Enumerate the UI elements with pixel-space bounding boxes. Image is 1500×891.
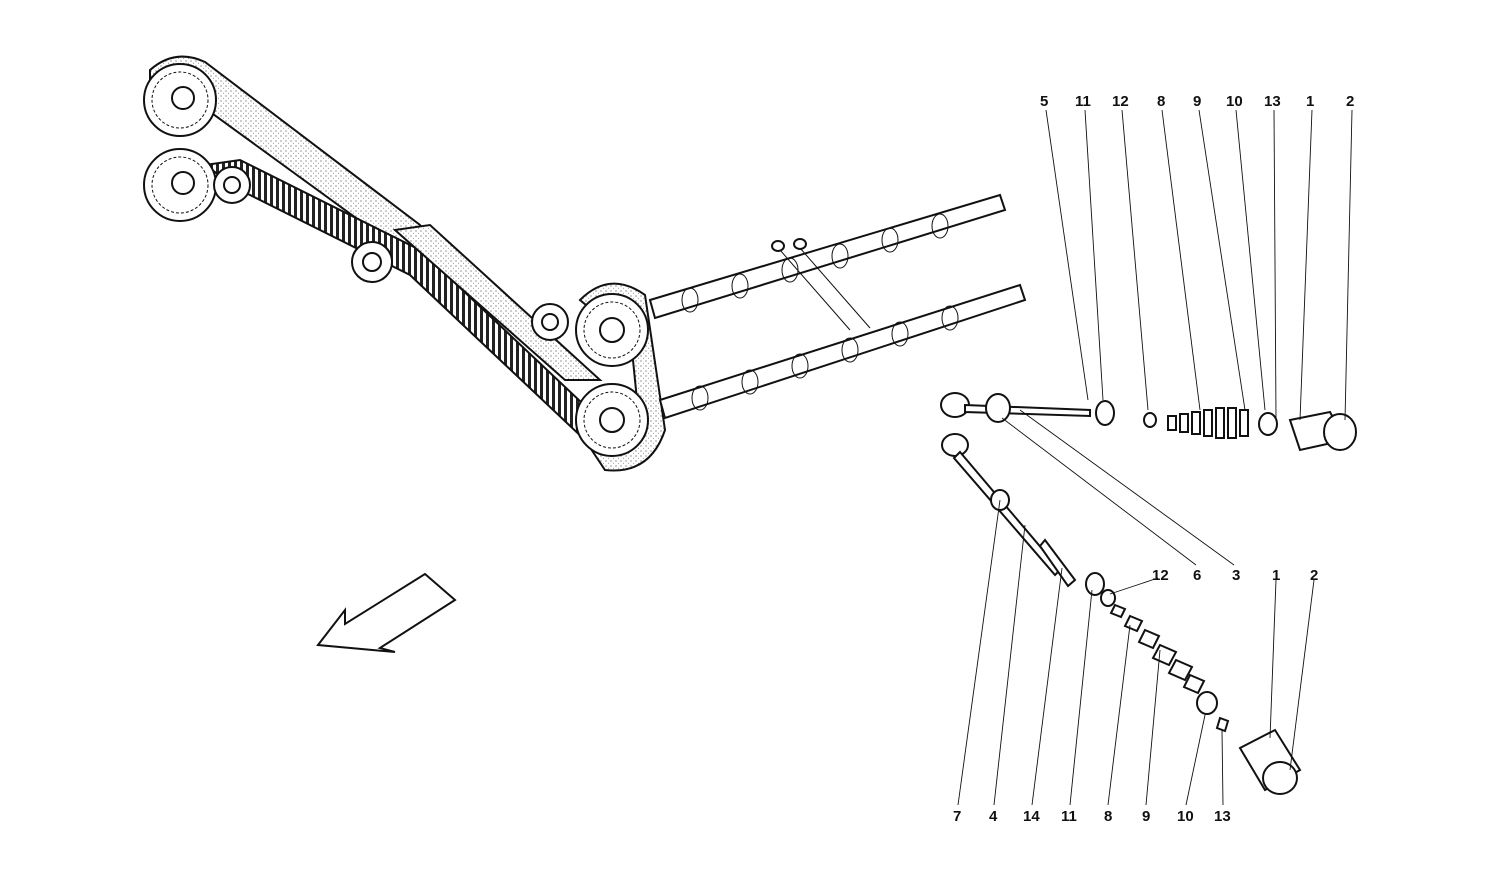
- callout-low-4: 4: [989, 808, 998, 825]
- upper-cam-pulley-icon: [575, 293, 649, 367]
- lower-tappet-icon: [1238, 728, 1302, 795]
- callout-upper-2: 2: [1346, 93, 1354, 110]
- camshaft-icon: [648, 193, 1027, 420]
- callout-low-14: 14: [1023, 808, 1040, 825]
- callout-mid-2: 2: [1310, 567, 1318, 584]
- valve-icon: [941, 433, 1302, 795]
- callout-low-13: 13: [1214, 808, 1231, 825]
- idler-pulley-icon: [213, 166, 251, 204]
- callout-upper-1: 1: [1306, 93, 1314, 110]
- callout-low-8: 8: [1104, 808, 1112, 825]
- middle-callouts: 12 6 3 1 2: [1152, 567, 1318, 584]
- callout-upper-12: 12: [1112, 93, 1129, 110]
- lower-cam-pulley-icon: [575, 383, 649, 457]
- callout-upper-8: 8: [1157, 93, 1165, 110]
- lower-callouts: 7 4 14 11 8 9 10 13: [953, 808, 1231, 825]
- lower-left-pulley-icon: [143, 148, 217, 222]
- callout-upper-11: 11: [1075, 93, 1091, 110]
- callout-upper-10: 10: [1226, 93, 1243, 110]
- callout-low-7: 7: [953, 808, 961, 825]
- tensioner-pulley-icon: [531, 303, 569, 341]
- callout-mid-12: 12: [1152, 567, 1169, 584]
- callout-mid-1: 1: [1272, 567, 1280, 584]
- callout-mid-3: 3: [1232, 567, 1240, 584]
- valve-spring-icon: [1167, 407, 1249, 439]
- leader-lines: [957, 109, 1353, 806]
- callout-upper-5: 5: [1040, 93, 1048, 110]
- callout-low-9: 9: [1142, 808, 1150, 825]
- timing-belt-assembly-icon: [143, 55, 667, 472]
- direction-arrow-icon: [316, 572, 457, 653]
- upper-valve-assembly-icon: [940, 392, 1357, 452]
- callout-low-11: 11: [1061, 808, 1077, 825]
- lower-valve-spring-icon: [1109, 603, 1206, 695]
- callout-low-10: 10: [1177, 808, 1194, 825]
- upper-left-pulley-icon: [143, 63, 217, 137]
- tappet-icon: [1288, 410, 1357, 452]
- callout-upper-9: 9: [1193, 93, 1201, 110]
- callout-mid-6: 6: [1193, 567, 1201, 584]
- callout-upper-13: 13: [1264, 93, 1281, 110]
- upper-callouts: 5 11 12 8 9 10 13 1 2: [1040, 93, 1354, 110]
- mid-idler-pulley-icon: [351, 241, 393, 283]
